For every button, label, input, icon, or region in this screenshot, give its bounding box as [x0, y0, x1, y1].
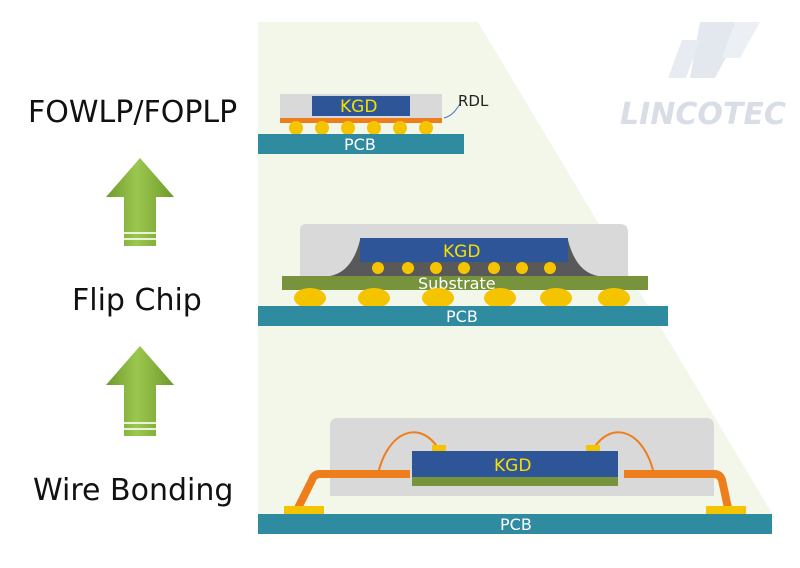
fowlp-pcb: [258, 134, 464, 154]
fowlp-package: KGD PCB RDL: [258, 92, 489, 154]
flip-chip-solder-balls: [294, 288, 630, 308]
solder-pad-right: [706, 506, 746, 514]
fowlp-kgd: [312, 96, 410, 116]
arrow-up-icon: [106, 346, 174, 436]
rdl-label: RDL: [458, 92, 489, 110]
fowlp-rdl: [280, 118, 442, 123]
flip-chip-kgd-label: KGD: [443, 242, 480, 262]
bond-wire-right: [593, 431, 655, 475]
flip-chip-kgd: [360, 238, 568, 262]
lead-frame-left: [294, 470, 410, 510]
label-flip-chip: Flip Chip: [72, 283, 202, 318]
wire-bond-pad-left: [432, 445, 446, 451]
label-wire-bonding: Wire Bonding: [33, 473, 233, 508]
flip-chip-substrate: [282, 276, 648, 290]
fowlp-kgd-label: KGD: [340, 97, 377, 117]
rdl-pointer: [443, 103, 461, 119]
wire-bond-kgd: [412, 451, 618, 477]
lead-frame-right: [624, 470, 732, 509]
fowlp-bumps: [289, 121, 433, 135]
flip-chip-pcb: [258, 306, 668, 326]
wire-bond-pcb-label: PCB: [500, 515, 532, 534]
wire-bond-pcb: [258, 514, 772, 534]
wire-bonding-package: KGD PCB: [258, 418, 772, 534]
bond-wire-left: [377, 431, 439, 475]
flip-chip-package: KGD Substrate PCB: [258, 224, 668, 326]
arrow-up-icon: [106, 158, 174, 246]
solder-pad-left: [284, 506, 324, 514]
flip-chip-micro-bumps: [372, 262, 556, 274]
lincotec-logo: LINCOTEC: [620, 22, 786, 132]
wire-bond-die-attach: [412, 477, 618, 486]
logo-text: LINCOTEC: [620, 97, 786, 132]
label-fowlp: FOWLP/FOPLP: [28, 95, 237, 130]
wire-bond-pad-right: [586, 445, 600, 451]
wire-bond-kgd-label: KGD: [494, 456, 531, 476]
fowlp-pcb-label: PCB: [344, 135, 376, 154]
flip-chip-pcb-label: PCB: [446, 307, 478, 326]
